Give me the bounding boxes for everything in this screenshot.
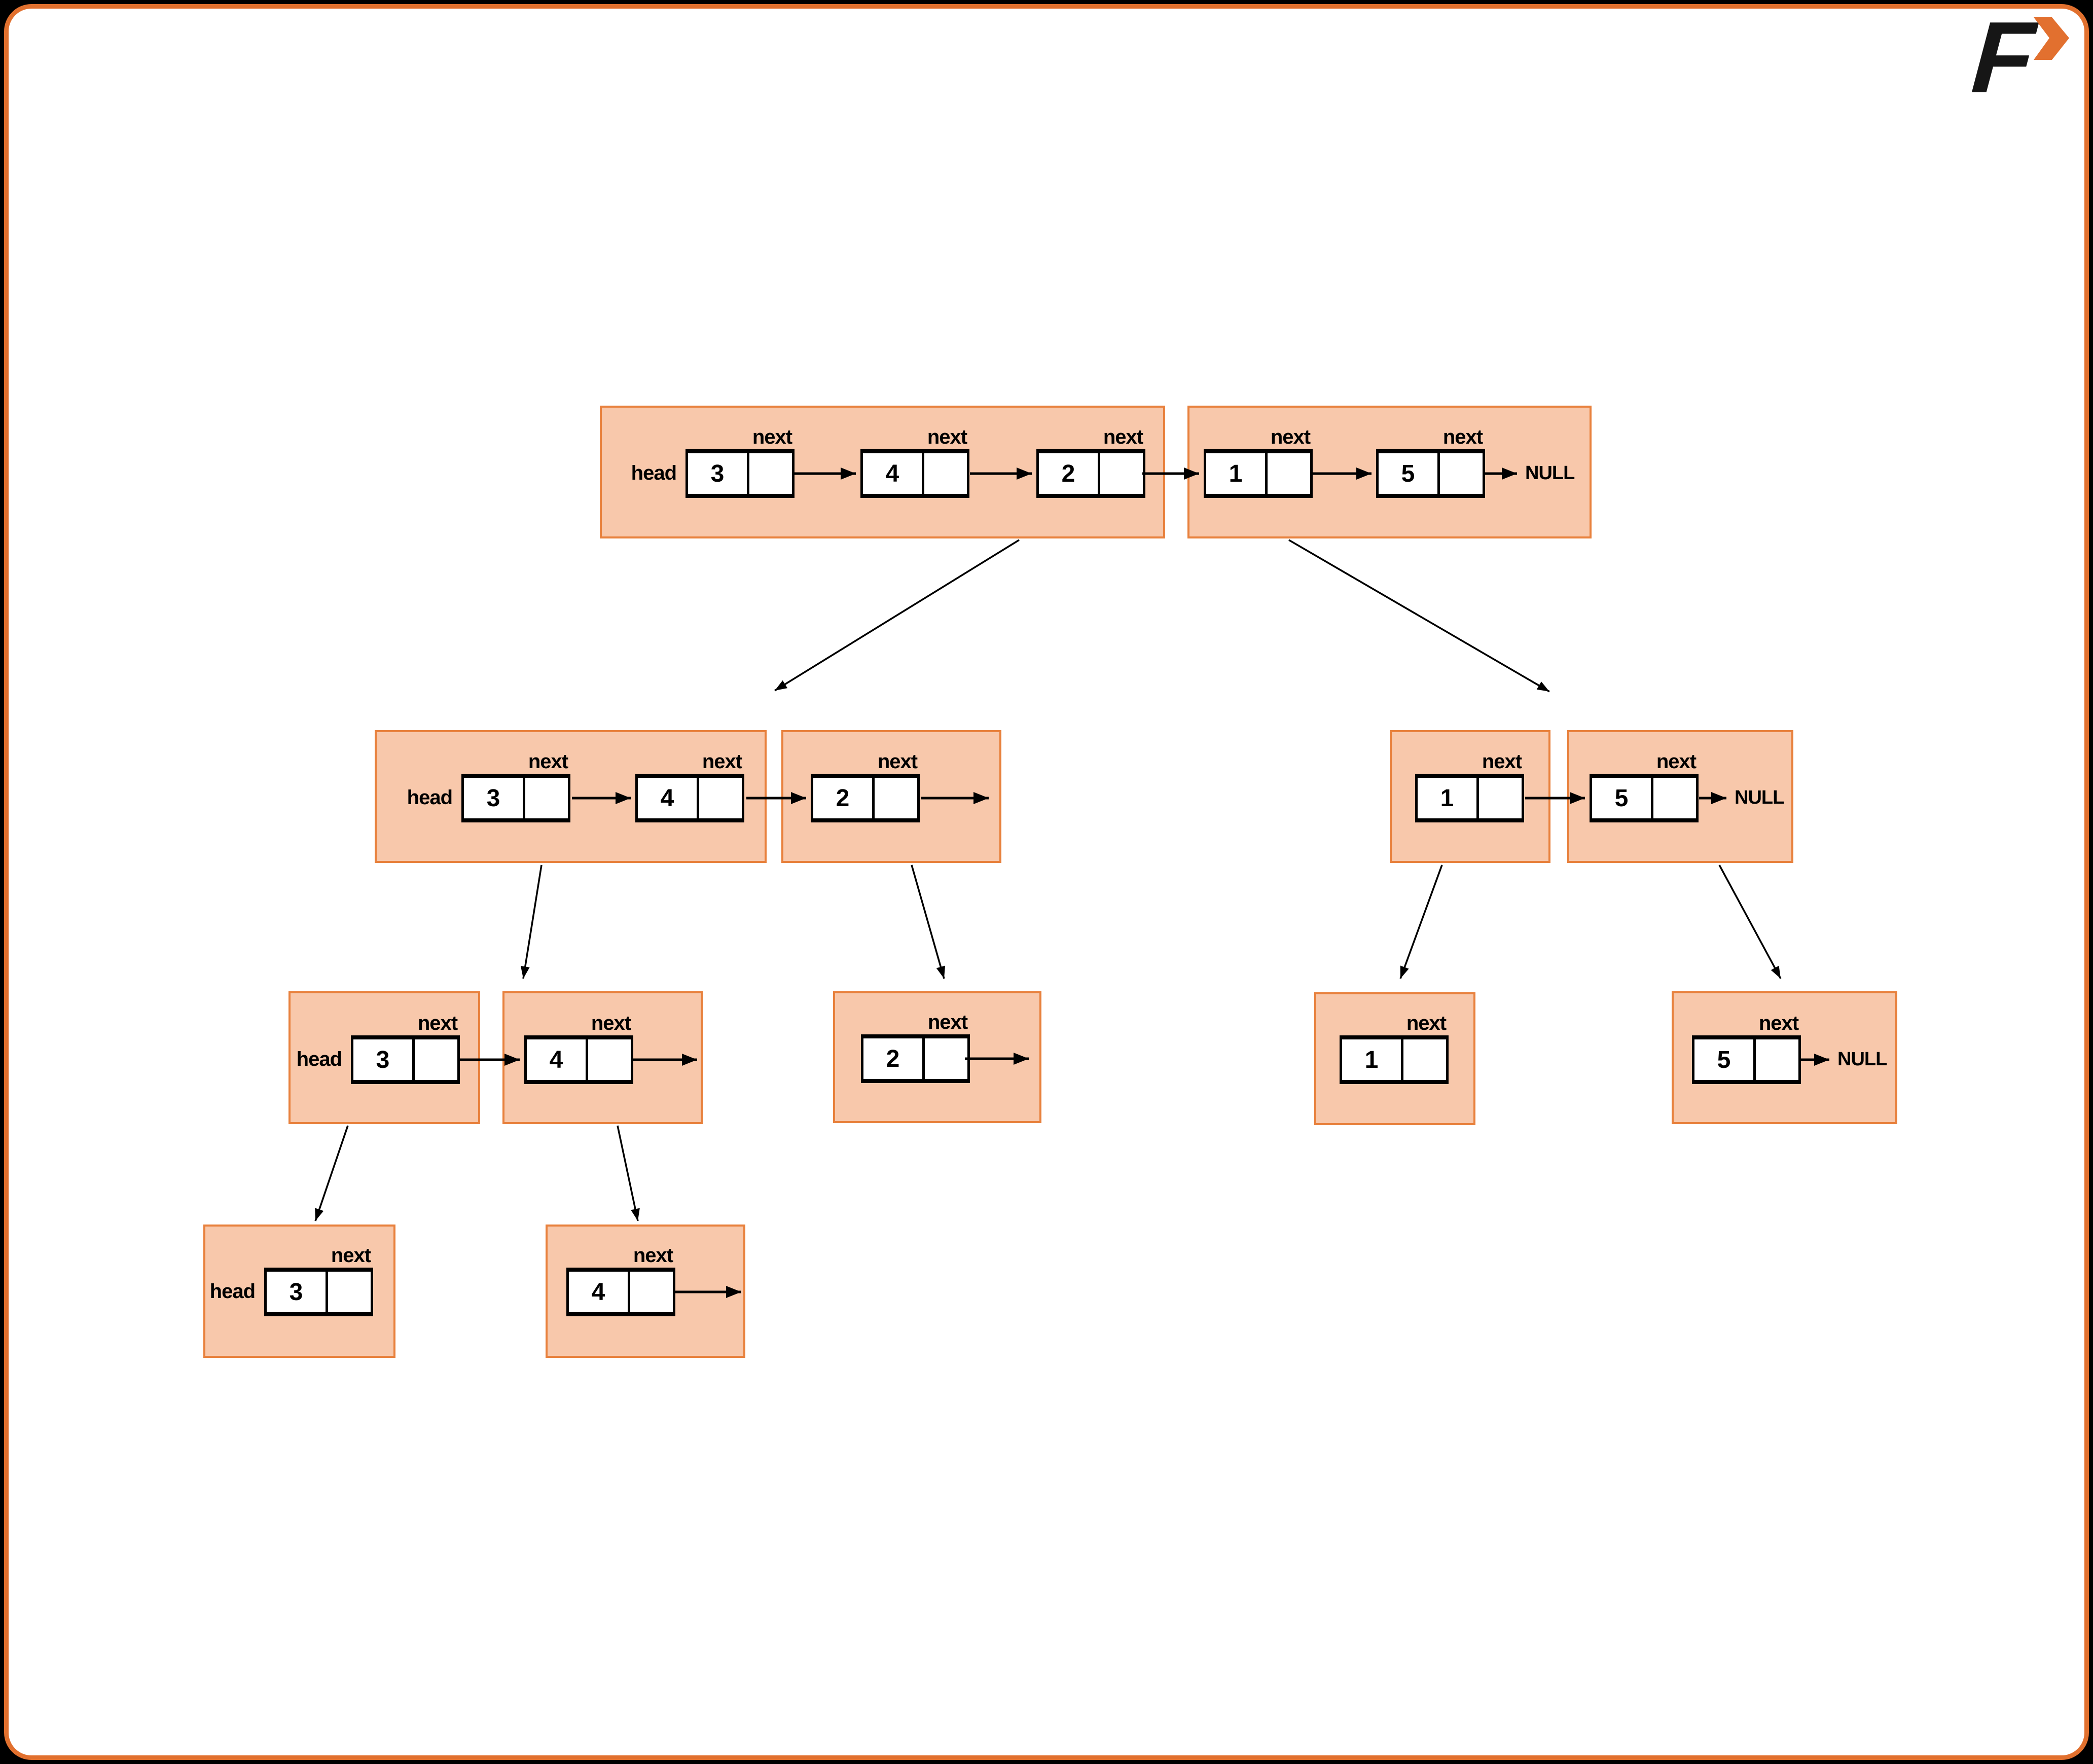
node-next-cell: [924, 453, 967, 494]
node-value-cell: 3: [464, 778, 525, 818]
next-pointer-label: next: [1656, 750, 1697, 773]
node-next-cell: [1479, 778, 1522, 818]
node-next-cell: [1756, 1039, 1798, 1080]
node-value-cell: 5: [1379, 453, 1440, 494]
node-next-cell: [699, 778, 742, 818]
node-next-cell: [328, 1272, 371, 1312]
node-value-cell: 2: [863, 1038, 925, 1079]
node-value-cell: 4: [638, 778, 699, 818]
next-pointer-label: next: [591, 1012, 631, 1034]
next-pointer-label: next: [331, 1244, 371, 1267]
next-pointer-label: next: [528, 750, 568, 773]
next-pointer-label: next: [1758, 1012, 1799, 1034]
node-next-cell: [588, 1039, 631, 1080]
node-value-cell: 4: [527, 1039, 588, 1080]
logo-arrow-icon: [2034, 17, 2069, 60]
next-pointer-label: next: [1270, 426, 1311, 448]
next-pointer-label: next: [1406, 1012, 1447, 1034]
next-pointer-label: next: [417, 1012, 458, 1034]
split-step-arrow: [911, 865, 946, 979]
next-pointer-label: next: [877, 750, 918, 773]
split-step-arrow: [774, 539, 1020, 692]
node-next-cell: [925, 1038, 967, 1079]
node-value-cell: 4: [569, 1272, 630, 1312]
logo-letter: F: [1968, 1, 2040, 114]
split-step-arrow: [520, 865, 543, 979]
split-step-arrow: [1399, 865, 1443, 979]
node-next-cell: [875, 778, 917, 818]
node-value-cell: 3: [353, 1039, 415, 1080]
next-pointer-label: next: [927, 426, 967, 448]
next-pointer-label: next: [927, 1011, 968, 1033]
node-value-cell: 2: [1039, 453, 1100, 494]
head-label: head: [631, 462, 677, 484]
split-step-arrow: [617, 1125, 640, 1221]
split-step-arrow: [1288, 539, 1550, 693]
node-next-cell: [1100, 453, 1143, 494]
head-label: head: [296, 1048, 342, 1070]
node-next-cell: [1268, 453, 1310, 494]
node-value-cell: 5: [1592, 778, 1653, 818]
node-value-cell: 4: [863, 453, 924, 494]
split-step-arrow: [314, 1125, 349, 1221]
next-pointer-label: next: [752, 426, 792, 448]
next-pointer-label: next: [1442, 426, 1483, 448]
brand-logo: F: [1968, 1, 2069, 114]
node-next-cell: [630, 1272, 673, 1312]
next-pointer-label: next: [1482, 750, 1522, 773]
node-value-cell: 1: [1206, 453, 1268, 494]
next-pointer-label: next: [702, 750, 742, 773]
node-value-cell: 2: [813, 778, 875, 818]
null-label: NULL: [1735, 787, 1784, 808]
node-next-cell: [525, 778, 568, 818]
page-canvas: [4, 4, 2089, 1760]
node-value-cell: 1: [1418, 778, 1479, 818]
split-step-arrow: [1718, 865, 1782, 979]
node-value-cell: 1: [1342, 1039, 1403, 1080]
node-next-cell: [415, 1039, 457, 1080]
node-next-cell: [1653, 778, 1696, 818]
next-pointer-label: next: [633, 1244, 673, 1267]
node-value-cell: 3: [688, 453, 749, 494]
head-label: head: [407, 786, 453, 809]
null-label: NULL: [1525, 462, 1575, 484]
node-value-cell: 5: [1694, 1039, 1756, 1080]
next-pointer-label: next: [1103, 426, 1143, 448]
head-label: head: [209, 1280, 256, 1303]
node-next-cell: [1440, 453, 1483, 494]
null-label: NULL: [1837, 1049, 1887, 1070]
node-value-cell: 3: [267, 1272, 328, 1312]
node-next-cell: [749, 453, 792, 494]
node-next-cell: [1403, 1039, 1446, 1080]
